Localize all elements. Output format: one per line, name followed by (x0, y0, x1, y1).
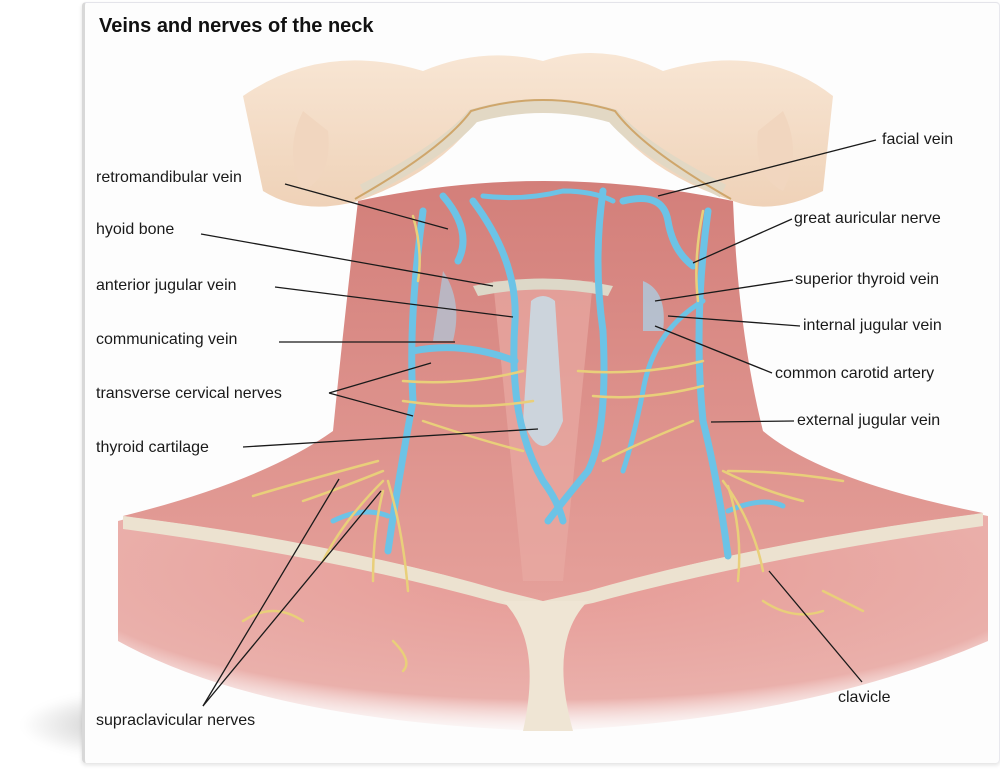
page-title: Veins and nerves of the neck (99, 15, 374, 37)
label-hyoid-bone: hyoid bone (96, 221, 175, 238)
label-supraclavicular-nerves: supraclavicular nerves (96, 712, 256, 729)
label-thyroid-cartilage: thyroid cartilage (96, 439, 209, 456)
clavicle-left (123, 516, 543, 613)
internal-jugular-vein-right (695, 207, 732, 560)
clavicle-right (543, 513, 983, 613)
label-retromandibular-vein: retromandibular vein (96, 169, 242, 186)
thyroid-cartilage-shape (523, 296, 563, 446)
label-great-auricular-nerve: great auricular nerve (794, 210, 941, 227)
label-internal-jugular-vein: internal jugular vein (803, 317, 942, 334)
leader-lines (200, 139, 877, 707)
anterior-jugular-vein-left (469, 197, 567, 525)
sternum (503, 601, 588, 731)
retromandibular-vein (439, 192, 467, 265)
neck-illustration (118, 53, 988, 731)
nerves (241, 209, 865, 673)
label-external-jugular-vein: external jugular vein (797, 412, 941, 429)
label-common-carotid-artery: common carotid artery (775, 365, 935, 382)
canvas-print: Veins and nerves of the neck retromandib… (82, 2, 1000, 763)
label-facial-vein: facial vein (882, 131, 954, 148)
communicating-vein (409, 344, 519, 365)
facial-vein (619, 195, 697, 270)
mandible (359, 99, 727, 198)
label-clavicle: clavicle (838, 689, 891, 706)
label-communicating-vein: communicating vein (96, 331, 238, 348)
label-superior-thyroid-vein: superior thyroid vein (795, 271, 940, 288)
ear-right (757, 111, 793, 191)
label-transverse-cervical-nerves: transverse cervical nerves (96, 385, 282, 402)
label-anterior-jugular-vein: anterior jugular vein (96, 277, 237, 294)
hyoid-bone-shape (473, 278, 613, 296)
ear-left (293, 111, 329, 191)
